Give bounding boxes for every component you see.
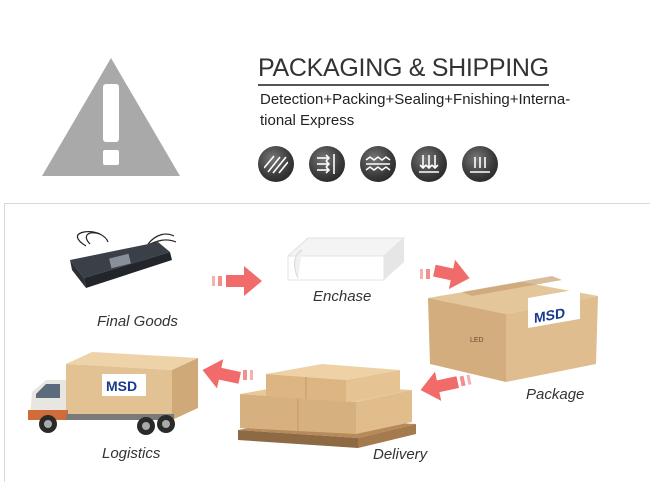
step-label-logistics: Logistics [102,445,161,462]
pallet-boxes-image [238,364,416,448]
down-arrows-icon [411,146,447,182]
delivery-truck-image: MSD [28,352,198,435]
step-label-enchase: Enchase [313,288,372,305]
warning-triangle-icon [42,58,180,176]
svg-text:MSD: MSD [106,378,137,394]
svg-text:LED: LED [470,337,484,344]
step-label-delivery: Delivery [373,446,428,463]
up-lines-icon [462,146,498,182]
white-box-image [286,237,406,281]
carton-box-image: MSD LED [428,276,598,382]
svg-text:MSD: MSD [534,305,565,326]
arrow-to-package [420,259,470,290]
arrow-to-delivery [420,371,472,401]
feature-icon-row [258,146,498,182]
page-title: PACKAGING & SHIPPING [258,54,549,86]
process-panel [4,203,650,482]
diagonal-stripes-icon [258,146,294,182]
page-subtitle: Detection+Packing+Sealing+Fnishing+Inter… [260,91,571,129]
arrows-wall-icon [309,146,345,182]
led-driver-image [70,231,177,288]
arrow-to-enchase [212,266,262,296]
step-label-final-goods: Final Goods [97,313,178,330]
wave-layers-icon [360,146,396,182]
step-label-package: Package [526,386,585,403]
arrow-to-logistics [202,359,253,389]
